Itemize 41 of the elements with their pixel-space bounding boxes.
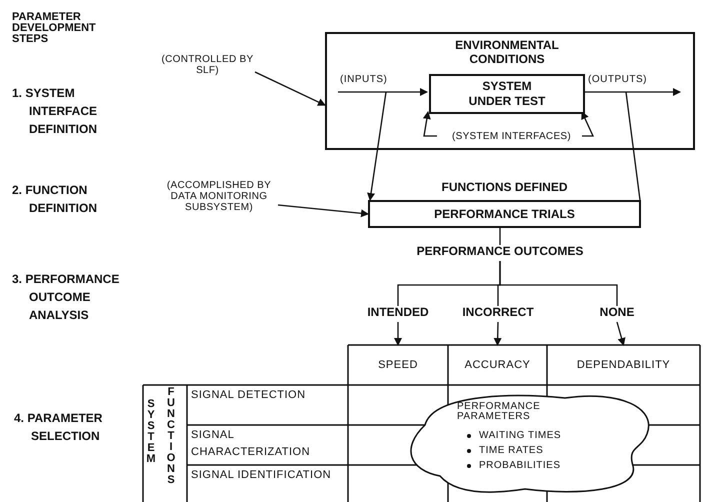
bullet-item: PROBABILITIES <box>479 460 561 472</box>
edge-label: (INPUTS) <box>340 74 388 86</box>
row-label: SIGNAL IDENTIFICATION <box>191 468 332 483</box>
row-group-label: SYSTEM <box>145 398 158 464</box>
column-header: ACCURACY <box>448 345 547 385</box>
outcome-label: NONE <box>590 306 644 322</box>
group-title: ENVIRONMENTAL CONDITIONS <box>454 38 560 66</box>
column-header: DEPENDABILITY <box>547 345 700 385</box>
diagram-title: PARAMETER DEVELOPMENT STEPS <box>12 12 97 45</box>
arrow <box>581 111 594 137</box>
step-label: 2. FUNCTION DEFINITION <box>12 182 98 217</box>
arrow <box>367 92 387 201</box>
row-label: SIGNAL DETECTION <box>191 388 307 403</box>
arrow <box>394 322 402 346</box>
annotation-note: (SYSTEM INTERFACES) <box>439 131 584 145</box>
bullet-item: WAITING TIMES <box>479 430 562 442</box>
arrow <box>254 71 326 106</box>
step-label: 1. SYSTEM INTERFACE DEFINITION <box>12 85 98 138</box>
column-header: SPEED <box>348 345 448 385</box>
step-label: 3. PERFORMANCE OUTCOME ANALYSIS <box>12 271 120 324</box>
edge-label: (OUTPUTS) <box>588 74 647 86</box>
process-box: PERFORMANCE TRIALS <box>368 200 641 228</box>
section-heading: FUNCTIONS DEFINED <box>440 180 568 196</box>
step-label: 4. PARAMETER SELECTION <box>14 410 104 445</box>
arrow <box>422 111 437 137</box>
bullet-item: TIME RATES <box>479 445 544 457</box>
arrow <box>583 88 681 96</box>
environment-frame <box>325 32 695 150</box>
row-group-label: FUNCTIONS <box>165 386 178 485</box>
arrow <box>494 322 502 346</box>
row-label: SIGNAL CHARACTERIZATION <box>191 428 312 460</box>
outcome-label: INCORRECT <box>452 306 544 322</box>
annotation-note: (ACCOMPLISHED BY DATA MONITORING SUBSYSTEM) <box>160 180 278 224</box>
process-box: SYSTEM UNDER TEST <box>429 74 585 114</box>
outcome-label: INTENDED <box>358 306 438 322</box>
arrow <box>616 322 626 346</box>
cloud-heading: PERFORMANCE PARAMETERS <box>457 402 542 422</box>
arrow <box>278 204 369 218</box>
arrow <box>338 88 428 96</box>
outcome-label: PERFORMANCE OUTCOMES <box>400 245 600 261</box>
annotation-note: (CONTROLLED BY SLF) <box>160 54 255 88</box>
